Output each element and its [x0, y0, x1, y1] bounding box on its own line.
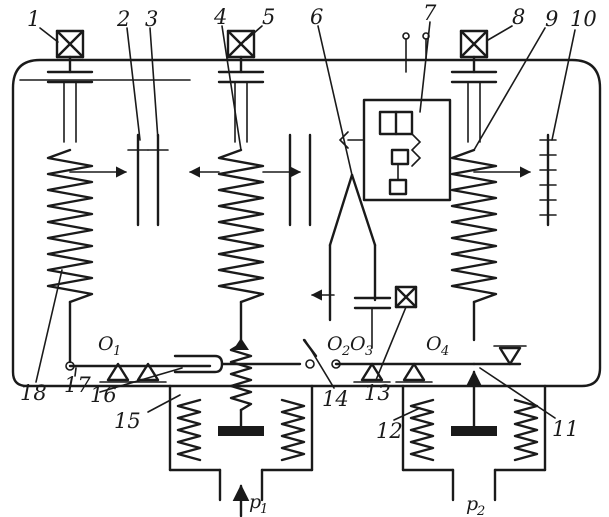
svg-text:O: O — [98, 333, 114, 355]
spring-icon — [46, 148, 94, 304]
housing-frame — [11, 58, 602, 388]
svg-text:O: O — [426, 333, 442, 355]
svg-text:O: O — [350, 333, 366, 355]
label-15: 15 — [114, 409, 141, 433]
label-11: 11 — [552, 417, 579, 441]
pivot-icon — [395, 362, 433, 383]
label-6: 6 — [310, 5, 323, 29]
label-18: 18 — [20, 381, 47, 405]
svg-text:p: p — [466, 493, 478, 515]
label-10: 10 — [570, 7, 597, 31]
label-14: 14 — [322, 387, 349, 411]
scale-10 — [539, 133, 557, 227]
label-4: 4 — [213, 5, 227, 29]
svg-text:1: 1 — [260, 502, 268, 517]
spring-icon — [217, 148, 265, 304]
pressure-label-p2: p2 — [466, 493, 485, 517]
throttle-5 — [217, 55, 265, 143]
throttle-8 — [450, 55, 498, 143]
svg-text:3: 3 — [365, 344, 373, 359]
pressure-source-icon — [459, 29, 489, 59]
label-17: 17 — [64, 373, 91, 397]
label-7: 7 — [423, 1, 437, 25]
linkage-6 — [328, 173, 377, 322]
pivot-icon — [493, 345, 527, 366]
scale-2-3 — [127, 133, 169, 227]
pressure-source-icon — [55, 29, 85, 59]
svg-text:2: 2 — [476, 504, 485, 517]
spring-icon — [450, 148, 498, 304]
svg-text:2: 2 — [341, 344, 350, 359]
pressure-label-p1: p1 — [249, 491, 268, 517]
label-8: 8 — [512, 5, 525, 29]
throttle-1 — [46, 55, 94, 143]
pressure-source-icon — [394, 285, 418, 309]
svg-text:p: p — [249, 491, 261, 513]
svg-text:O: O — [327, 333, 343, 355]
label-16: 16 — [90, 383, 117, 407]
label-12: 12 — [376, 419, 403, 443]
label-3: 3 — [145, 7, 158, 31]
svg-text:1: 1 — [113, 344, 121, 359]
relay-unit — [338, 32, 452, 202]
scale-4 — [288, 133, 312, 227]
label-2: 2 — [116, 7, 130, 31]
label-13: 13 — [364, 381, 391, 405]
label-5: 5 — [262, 5, 275, 29]
svg-text:4: 4 — [440, 344, 449, 359]
label-9: 9 — [545, 7, 558, 31]
spring-icon — [229, 342, 253, 412]
label-1: 1 — [27, 7, 40, 31]
bellows-icon — [401, 370, 547, 502]
lever-beam — [65, 338, 522, 374]
bellows-icon — [168, 384, 314, 502]
pivot-icon — [353, 362, 391, 383]
pressure-source-icon — [226, 29, 256, 59]
leader-lines — [35, 21, 576, 421]
